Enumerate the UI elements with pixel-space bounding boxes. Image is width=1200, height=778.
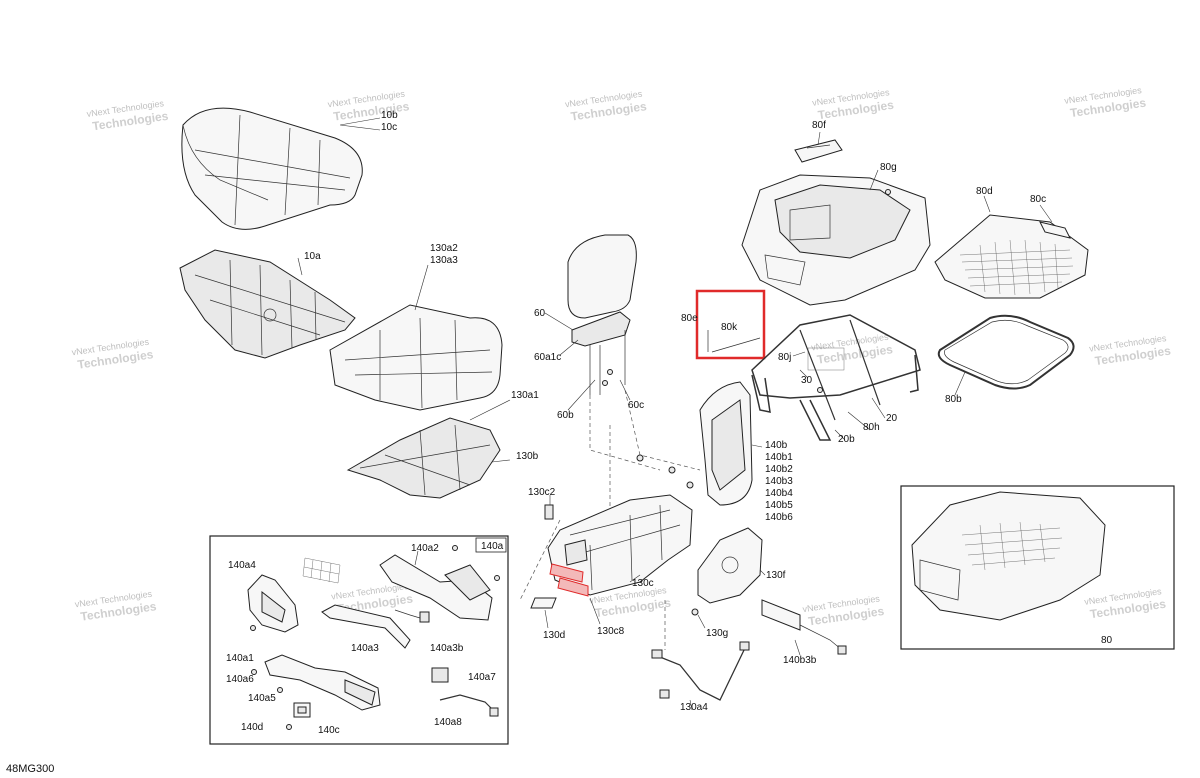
backrest-foam[interactable] xyxy=(329,304,503,411)
screw-130g[interactable] xyxy=(691,608,699,616)
lid-gasket[interactable] xyxy=(937,314,1075,390)
callout-140a3: 140a3 xyxy=(351,643,379,654)
connector-140a3b[interactable] xyxy=(394,609,430,623)
callout-140a7: 140a7 xyxy=(468,672,496,683)
callout-140a2: 140a2 xyxy=(411,543,439,554)
callout-10a: 10a xyxy=(304,251,321,262)
callout-130c2: 130c2 xyxy=(528,487,556,498)
storage-box[interactable] xyxy=(741,174,931,306)
switch-140a7[interactable] xyxy=(431,667,449,683)
callout-130a1: 130a1 xyxy=(511,390,539,401)
lid-badge[interactable] xyxy=(1039,221,1071,239)
inset-box-80 xyxy=(900,485,1175,650)
callout-60a1c: 60a1c xyxy=(534,352,561,363)
callout-10b: 10b xyxy=(381,110,398,121)
callout-130a3: 130a3 xyxy=(430,255,458,266)
callout-140b1: 140b1 xyxy=(765,452,793,463)
callout-130c8: 130c8 xyxy=(597,626,625,637)
callout-140b3b: 140b3b xyxy=(783,655,817,666)
seat-cushion[interactable] xyxy=(181,107,363,230)
button-140c[interactable] xyxy=(293,702,311,718)
highlighted-part-130c8[interactable] xyxy=(549,563,589,597)
armrest-top[interactable] xyxy=(379,554,493,621)
callout-80d: 80d xyxy=(976,186,993,197)
callout-130a4: 130a4 xyxy=(680,702,708,713)
callout-140a1: 140a1 xyxy=(226,653,254,664)
callout-140a4: 140a4 xyxy=(228,560,256,571)
bolt-130c2[interactable] xyxy=(544,504,554,520)
inset-box-140a xyxy=(209,535,509,745)
wire-harness[interactable] xyxy=(651,641,750,701)
armrest-cover[interactable] xyxy=(247,574,299,633)
lower-armrest[interactable] xyxy=(264,654,381,711)
highlight-box-80k[interactable] xyxy=(695,289,766,360)
inset-storage-box[interactable] xyxy=(911,491,1106,621)
latch-bracket[interactable] xyxy=(794,139,843,163)
seat-frame[interactable] xyxy=(547,494,693,596)
armrest-rail[interactable] xyxy=(321,604,411,649)
callout-80c: 80c xyxy=(1030,194,1046,205)
bracket-140b3b[interactable] xyxy=(761,599,847,655)
callout-130d: 130d xyxy=(543,630,565,641)
backrest-pad[interactable] xyxy=(567,234,637,395)
callout-140a8: 140a8 xyxy=(434,717,462,728)
callout-130b: 130b xyxy=(516,451,539,462)
callout-140b3: 140b3 xyxy=(765,476,793,487)
callout-80: 80 xyxy=(1101,635,1113,646)
inset-tag-140a xyxy=(475,537,507,553)
callout-80f: 80f xyxy=(812,120,826,131)
callout-60c: 60c xyxy=(628,400,644,411)
callout-20b: 20b xyxy=(838,434,855,445)
callout-140b2: 140b2 xyxy=(765,464,793,475)
callout-60b: 60b xyxy=(557,410,574,421)
callout-10c: 10c xyxy=(381,122,397,133)
callout-60: 60 xyxy=(534,308,546,319)
callout-80j: 80j xyxy=(778,352,791,363)
callout-140b: 140b xyxy=(765,440,788,451)
callout-80k: 80k xyxy=(721,322,738,333)
callout-140b4: 140b4 xyxy=(765,488,793,499)
callout-80b: 80b xyxy=(945,394,962,405)
callout-130a2: 130a2 xyxy=(430,243,458,254)
callout-140a3b: 140a3b xyxy=(430,643,464,654)
callout-80e: 80e xyxy=(681,313,698,324)
harness-140a8[interactable] xyxy=(439,694,499,717)
fasteners xyxy=(250,189,891,730)
decal-sheet[interactable] xyxy=(302,557,341,584)
callout-130f: 130f xyxy=(766,570,786,581)
callout-140d: 140d xyxy=(241,722,263,733)
diagram-code: 48MG300 xyxy=(6,763,54,775)
callout-80g: 80g xyxy=(880,162,897,173)
plate-130d[interactable] xyxy=(530,597,557,609)
callout-140a6: 140a6 xyxy=(226,674,254,685)
callout-140a: 140a xyxy=(481,541,504,552)
callout-80h: 80h xyxy=(863,422,880,433)
callout-130c: 130c xyxy=(632,578,654,589)
callout-20: 20 xyxy=(886,413,898,424)
side-panel[interactable] xyxy=(699,381,753,506)
backrest-support[interactable] xyxy=(346,417,501,499)
callout-130g: 130g xyxy=(706,628,728,639)
callout-140c: 140c xyxy=(318,725,340,736)
side-cover[interactable] xyxy=(697,527,763,604)
callout-140b6: 140b6 xyxy=(765,512,793,523)
callout-140a5: 140a5 xyxy=(248,693,276,704)
seat-base-pan[interactable] xyxy=(179,249,356,359)
callout-140b5: 140b5 xyxy=(765,500,793,511)
rack-frame[interactable] xyxy=(751,314,921,441)
callout-30: 30 xyxy=(801,375,813,386)
storage-lid[interactable] xyxy=(934,214,1089,299)
